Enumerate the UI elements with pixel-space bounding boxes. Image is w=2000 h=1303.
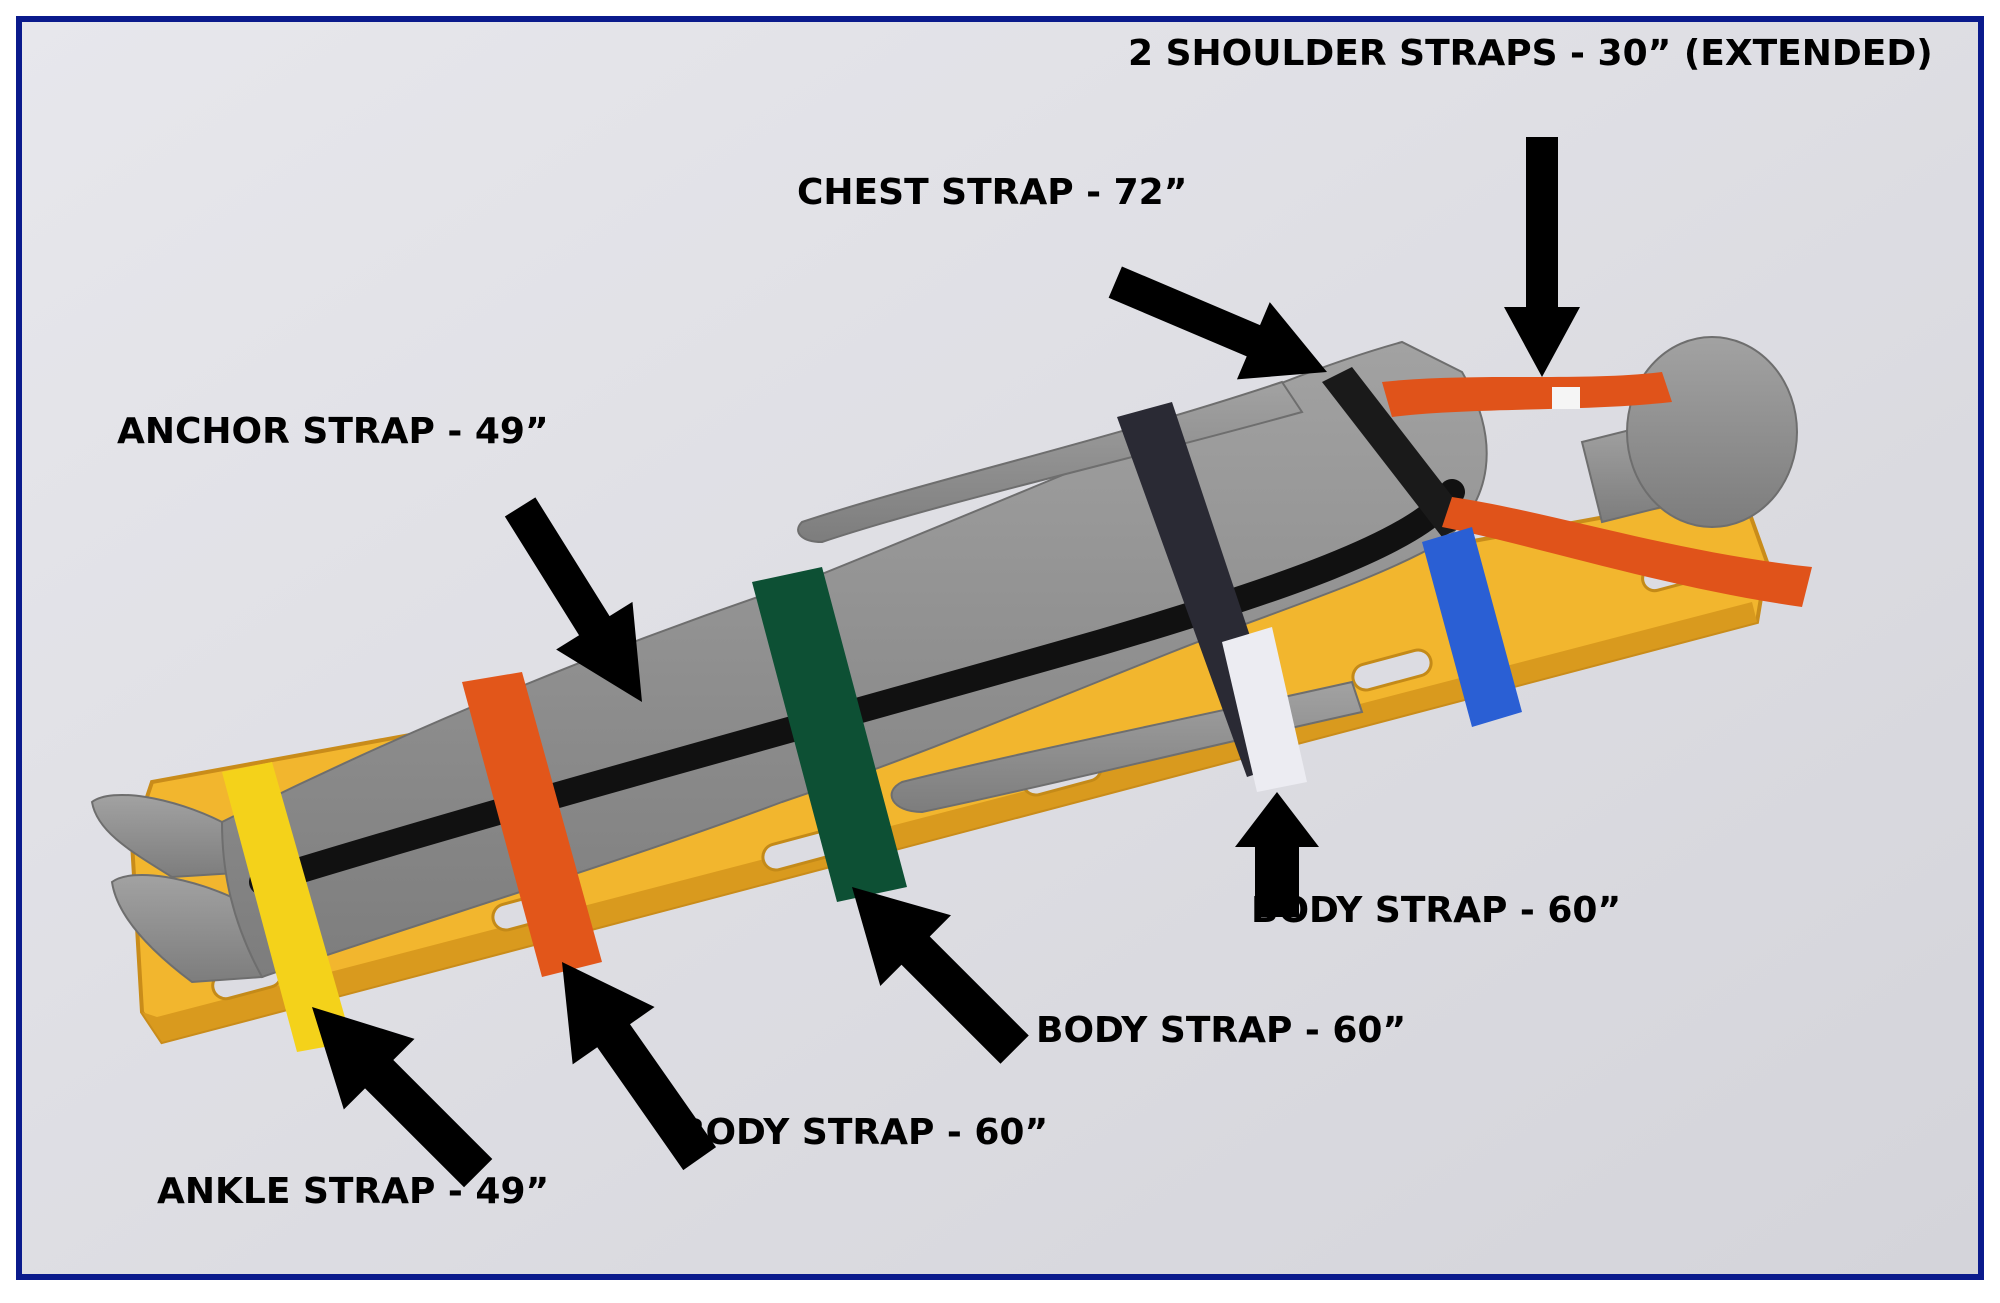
- body-strap-left: [462, 672, 602, 977]
- arrow-body-strap-mid: [852, 887, 1029, 1064]
- arrow-ankle-strap: [312, 1007, 493, 1188]
- body-strap-right-white: [1222, 627, 1307, 792]
- arrow-body-strap-right: [1235, 792, 1319, 917]
- image-frame: 2 SHOULDER STRAPS - 30” (EXTENDED) CHEST…: [16, 16, 1984, 1280]
- label-anchor-strap: ANCHOR STRAP - 49”: [117, 411, 549, 452]
- label-body-strap-right: BODY STRAP - 60”: [1251, 890, 1622, 931]
- body-strap-mid: [752, 567, 907, 902]
- mannequin-head: [1626, 336, 1798, 528]
- strap-diagram-illustration: [22, 22, 1978, 1274]
- arrow-anchor-strap: [504, 497, 642, 702]
- label-body-strap-mid: BODY STRAP - 60”: [1036, 1010, 1407, 1051]
- label-ankle-strap: ANKLE STRAP - 49”: [157, 1171, 550, 1212]
- label-body-strap-left: BODY STRAP - 60”: [678, 1112, 1049, 1153]
- arrows: [312, 137, 1580, 1188]
- blue-strap: [1422, 527, 1522, 727]
- shoulder-strap-buckle: [1552, 387, 1580, 409]
- arrow-body-strap-left: [562, 962, 717, 1171]
- ankle-strap: [222, 762, 352, 1052]
- label-chest-strap: CHEST STRAP - 72”: [797, 172, 1188, 213]
- arrow-chest-strap: [1108, 266, 1327, 380]
- arrow-shoulder-straps: [1504, 137, 1580, 377]
- shoulder-strap-lower: [1442, 497, 1812, 607]
- chest-strap: [1322, 367, 1472, 537]
- label-shoulder-straps: 2 SHOULDER STRAPS - 30” (EXTENDED): [1128, 33, 1933, 74]
- anchor-strap: [249, 479, 1465, 895]
- shoulder-strap-upper: [1382, 372, 1672, 417]
